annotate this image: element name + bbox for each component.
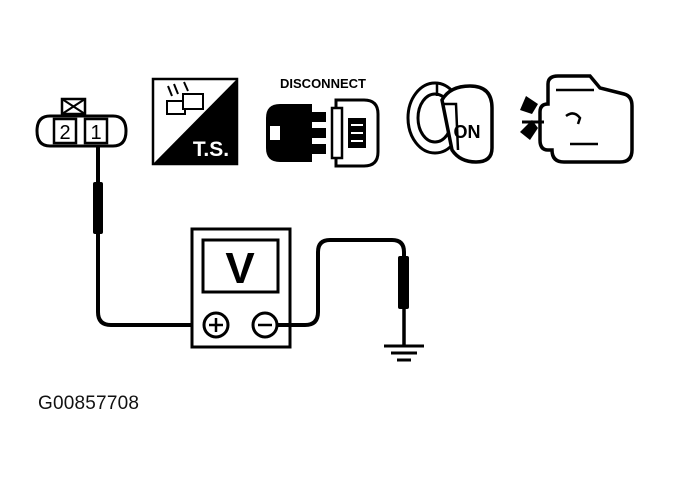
positive-probe	[93, 146, 203, 327]
figure-id: G00857708	[38, 393, 140, 414]
disconnect-icon: DISCONNECT	[266, 76, 380, 168]
negative-lead-wire	[277, 238, 406, 327]
voltmeter-display	[201, 238, 280, 294]
connector-pin-2: 2	[59, 122, 70, 144]
negative-probe	[277, 238, 424, 362]
connector-housing	[35, 114, 128, 148]
connector-pin-1-box	[83, 117, 109, 145]
disconnect-label: DISCONNECT	[280, 76, 366, 91]
positive-lead-wire	[96, 234, 203, 327]
trouble-shooting-icon: T.S.	[151, 77, 239, 166]
connector-pin-1: 1	[90, 122, 101, 144]
ignition-on-label: ON	[454, 122, 481, 142]
connector-pin-2-box	[52, 117, 78, 145]
voltmeter: V	[190, 227, 292, 349]
positive-probe-handle	[93, 182, 103, 234]
engine-icon	[520, 74, 634, 164]
ignition-on-icon: ON	[406, 81, 494, 164]
voltmeter-label: V	[225, 244, 255, 293]
negative-probe-handle	[398, 256, 409, 309]
ts-label: T.S.	[193, 138, 229, 161]
connector: 2 1	[35, 97, 128, 148]
